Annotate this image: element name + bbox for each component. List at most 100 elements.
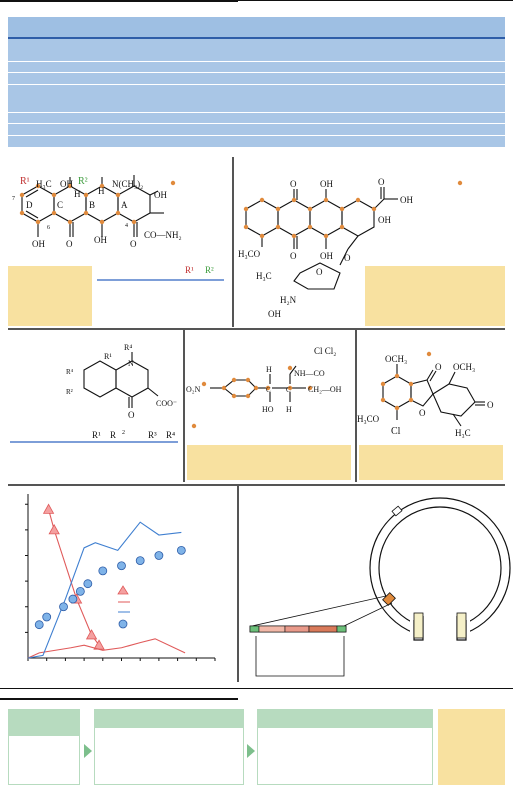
label-n-ring: N xyxy=(128,359,134,368)
panel-divider xyxy=(232,157,234,327)
legend-r1: R¹ xyxy=(185,265,194,275)
label-h3c: H₃C xyxy=(36,179,52,189)
label-oh-ring: OH xyxy=(378,215,391,225)
circle-point xyxy=(68,594,78,604)
series-line-2 xyxy=(27,521,182,659)
label-och3-right: OCH₃ xyxy=(453,362,475,372)
legend-2: 2 xyxy=(122,430,125,436)
label-o-ketone: O xyxy=(435,362,442,372)
chart-legend xyxy=(117,585,130,629)
legend-r3: R³ xyxy=(148,430,157,440)
plasmid-marker-white xyxy=(391,505,403,517)
label-c-1: C xyxy=(266,386,271,394)
ring-label-d: D xyxy=(26,200,33,210)
legend-r2: R² xyxy=(205,265,214,275)
section-rule xyxy=(0,688,513,689)
table-row-divider xyxy=(8,135,505,136)
gene-segment-a xyxy=(258,625,286,633)
flow-step-2-header xyxy=(94,709,244,727)
griseofulvin-note xyxy=(359,445,503,480)
panel-divider xyxy=(355,330,357,482)
top-rule xyxy=(0,0,238,2)
quinolone-table-rule xyxy=(10,441,178,443)
gene-segment-end xyxy=(336,625,347,633)
flow-step-3-header xyxy=(257,709,433,727)
label-r2-left: R² xyxy=(66,388,73,396)
label-ho: HO xyxy=(262,405,274,414)
flow-step-2-body xyxy=(94,727,244,785)
label-c-2: C xyxy=(286,386,291,394)
circle-point xyxy=(83,579,93,589)
tetracycline-structure: R¹ H₃C OH R² H H N(CH₃)₂ OH 7 6 4 D C B … xyxy=(12,175,214,275)
label-coo: COO⁻ xyxy=(156,399,177,408)
flow-arrow-icon xyxy=(84,744,92,758)
label-o-link: O xyxy=(344,253,351,263)
label-r1-n: R¹ xyxy=(104,352,112,361)
triangle-point xyxy=(48,524,60,535)
table-row-divider xyxy=(8,112,505,113)
anthracycline-note xyxy=(365,266,505,326)
label-oh-right: OH xyxy=(154,190,167,200)
label-o: O xyxy=(128,410,135,420)
series-line-1 xyxy=(27,638,186,659)
label-o2n: O₂N xyxy=(186,385,201,394)
gene-segment-c xyxy=(308,625,338,633)
label-oh-side: OH xyxy=(400,195,413,205)
legend-triangle xyxy=(117,585,129,595)
flow-arrow-icon xyxy=(247,744,255,758)
growth-chart xyxy=(25,494,216,661)
label-h-1: H xyxy=(266,365,272,374)
circle-point xyxy=(59,602,68,612)
label-o-far: O xyxy=(487,400,494,410)
ring-label-b: B xyxy=(89,200,95,210)
label-r1: R¹ xyxy=(20,176,30,187)
section-rule xyxy=(0,698,238,700)
tetracycline-note xyxy=(8,266,92,326)
chloramphenicol-structure: Cl Cl₂ H NH—CO O₂N C C CH₂—OH HO H xyxy=(186,346,342,429)
circle-point xyxy=(75,586,85,596)
gene-bracket xyxy=(255,636,345,677)
label-nh-co: NH—CO xyxy=(294,369,325,378)
data-table xyxy=(8,17,505,147)
label-ch2oh: CH₂—OH xyxy=(308,385,342,394)
label-h3c: H₃C xyxy=(455,428,471,438)
panel-divider xyxy=(8,484,505,486)
table-row-divider xyxy=(8,72,505,73)
label-nme2: N(CH₃)₂ xyxy=(112,179,143,189)
plasmid-marker-orange xyxy=(382,592,396,606)
label-num-6: 6 xyxy=(47,225,50,231)
label-o-side: O xyxy=(378,177,385,187)
table-header xyxy=(8,17,505,39)
tetracycline-table-rule xyxy=(97,279,224,281)
chart-marks xyxy=(27,503,186,659)
label-cl2: Cl Cl₂ xyxy=(314,346,336,356)
quinolone-structure: R⁴ R¹ N R⁴ R² O COO⁻ R¹ R 2 R³ R⁴ xyxy=(66,343,177,440)
label-h-top: H xyxy=(98,186,105,196)
label-r4-left: R⁴ xyxy=(66,368,74,376)
label-oh-bl: OH xyxy=(32,239,45,249)
label-oh-sugar: OH xyxy=(268,309,281,319)
label-oh-top: OH xyxy=(320,179,333,189)
legend-circle xyxy=(118,619,128,629)
label-o-ring: O xyxy=(419,408,426,418)
label-h3c: H₃C xyxy=(256,271,272,281)
table-row-divider xyxy=(8,84,505,85)
zoom-line-right xyxy=(343,602,393,627)
label-o-top: O xyxy=(290,179,297,189)
ring-label-a: A xyxy=(121,200,128,210)
legend-r4: R⁴ xyxy=(166,430,175,440)
griseofulvin-structure: OCH₃ O OCH₃ H₃CO O O H₃C Cl xyxy=(357,351,494,438)
circle-point xyxy=(135,556,145,566)
arm-left-insert xyxy=(413,612,424,639)
label-oh-top: OH xyxy=(60,179,73,189)
label-num-4: 4 xyxy=(125,223,128,229)
flow-step-1-body xyxy=(8,735,80,785)
label-o-2: O xyxy=(130,239,137,249)
flow-step-1-header xyxy=(8,709,80,735)
circle-point xyxy=(154,551,164,560)
panel-divider xyxy=(237,486,239,682)
label-r4-top: R⁴ xyxy=(124,343,132,352)
label-o-1: O xyxy=(66,239,73,249)
label-h3co: H₃CO xyxy=(357,414,380,424)
ring-label-c: C xyxy=(57,200,63,210)
